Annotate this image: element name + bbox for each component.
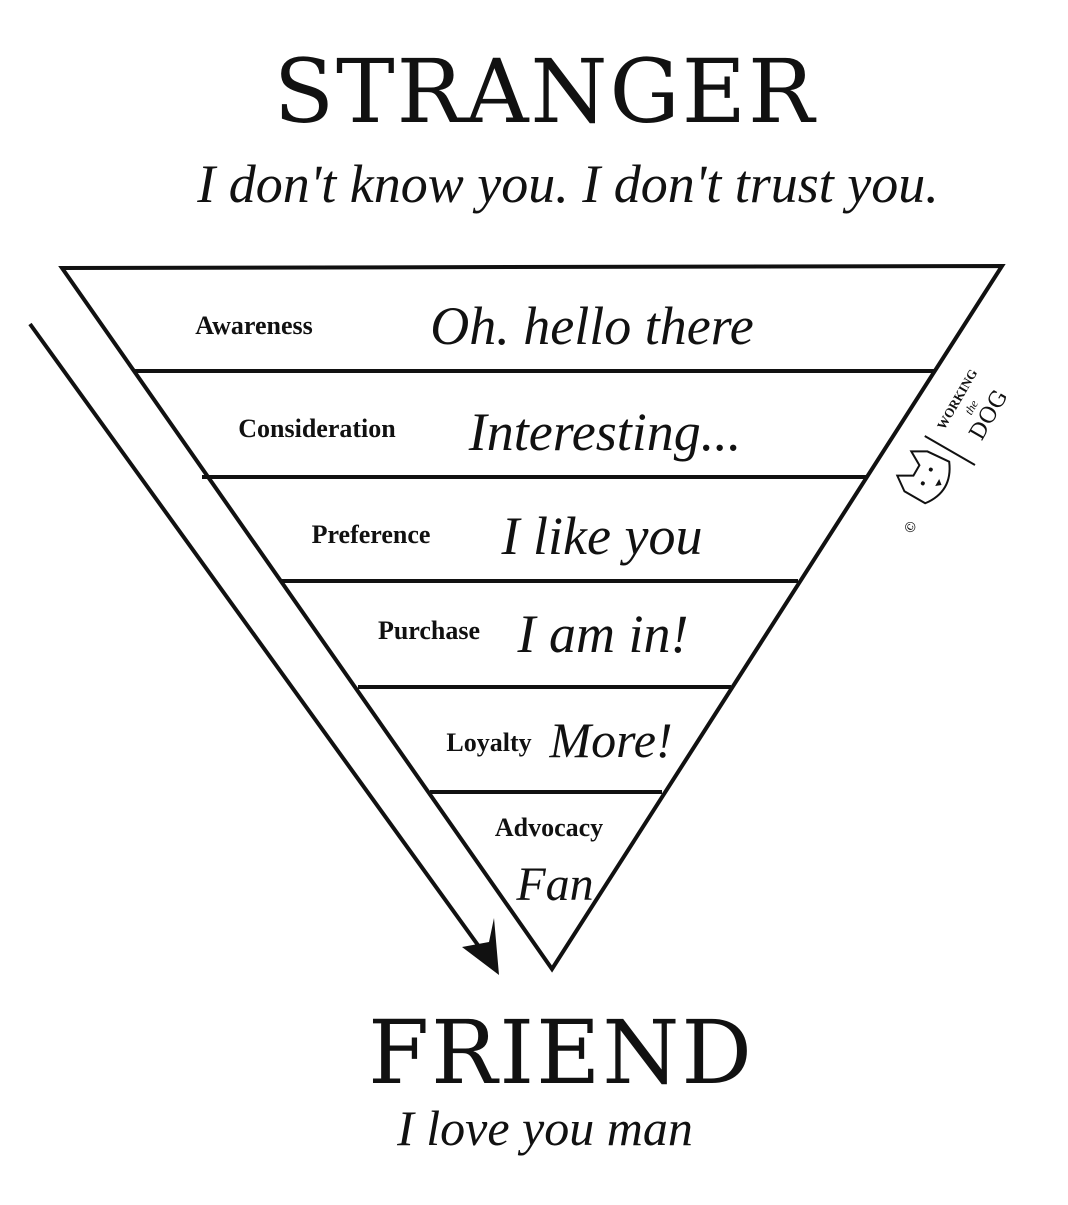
- friend-heading: FRIEND: [368, 1001, 754, 1104]
- stage-label-preference: Preference: [312, 520, 431, 549]
- logo-copyright-mark: ©: [901, 517, 922, 537]
- stage-label-purchase: Purchase: [378, 616, 480, 645]
- friend-tagline: I love you man: [396, 1100, 693, 1156]
- stage-quote-loyalty: More!: [548, 712, 672, 768]
- dog-head-icon: [895, 450, 951, 505]
- stage-quote-purchase: I am in!: [517, 604, 689, 664]
- stranger-heading: STRANGER: [274, 40, 817, 143]
- stage-quote-advocacy: Fan: [515, 858, 593, 911]
- journey-arrowhead-icon: [462, 918, 499, 975]
- logo-line-the: the: [962, 397, 982, 417]
- journey-arrow-shaft: [28, 322, 495, 968]
- stage-label-consideration: Consideration: [238, 414, 396, 443]
- stranger-tagline: I don't know you. I don't trust you.: [196, 154, 939, 214]
- stage-quote-preference: I like you: [501, 506, 703, 566]
- stage-quote-consideration: Interesting...: [468, 402, 741, 462]
- stage-quote-awareness: Oh. hello there: [430, 296, 753, 356]
- stage-label-advocacy: Advocacy: [495, 813, 603, 842]
- stage-label-awareness: Awareness: [195, 311, 312, 340]
- logo-divider: [924, 435, 976, 466]
- funnel-outline: [58, 263, 1006, 973]
- stage-label-loyalty: Loyalty: [446, 728, 531, 757]
- working-the-dog-logo: WORKING the DOG ©: [895, 366, 1013, 538]
